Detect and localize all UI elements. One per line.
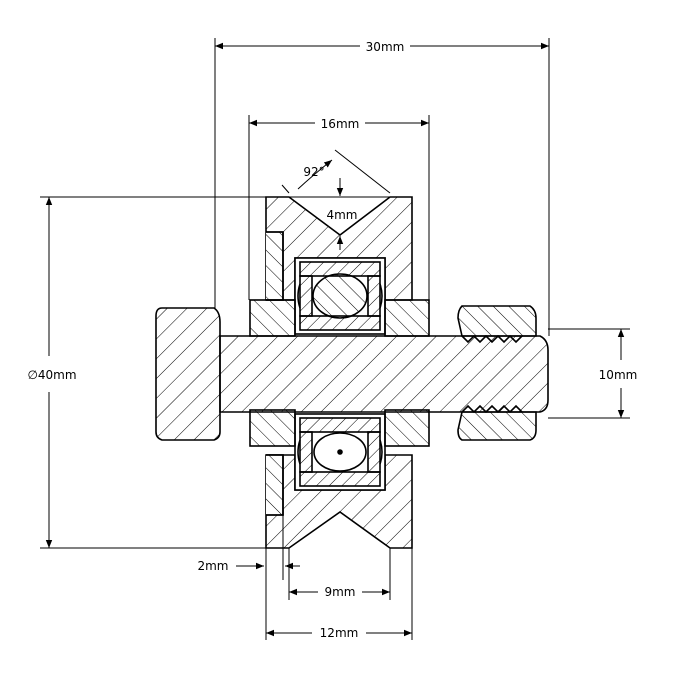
dim-groove-depth — [266, 178, 412, 250]
label-hub-width: 16mm — [321, 117, 360, 131]
label-outer-diameter: ∅40mm — [27, 368, 76, 382]
wheel-lower-half — [265, 454, 413, 549]
dim-groove-angle — [281, 149, 391, 194]
spacer-right — [384, 299, 430, 447]
dim-bolt-diameter — [548, 328, 630, 419]
label-groove-depth: 4mm — [326, 208, 357, 222]
nut — [457, 305, 537, 441]
wheel-upper-half — [265, 196, 413, 301]
label-overall-width: 30mm — [366, 40, 405, 54]
label-bolt-diameter: 10mm — [599, 368, 638, 382]
bearing-lower — [294, 413, 386, 491]
dim-hub-width — [248, 115, 430, 300]
dim-wheel-width — [266, 548, 413, 640]
spacer-left — [249, 299, 296, 447]
dim-flange-offset — [236, 515, 300, 640]
dim-outer-diameter — [40, 196, 266, 549]
bearing-upper — [294, 257, 386, 335]
label-flange-offset: 2mm — [197, 559, 228, 573]
bolt-shank — [219, 334, 549, 414]
bolt-head — [155, 307, 221, 441]
dim-overall-width — [214, 38, 550, 336]
label-groove-width: 9mm — [324, 585, 355, 599]
label-wheel-width: 12mm — [320, 626, 359, 640]
label-groove-angle: 92° — [303, 165, 324, 179]
dim-groove-width — [288, 548, 391, 600]
